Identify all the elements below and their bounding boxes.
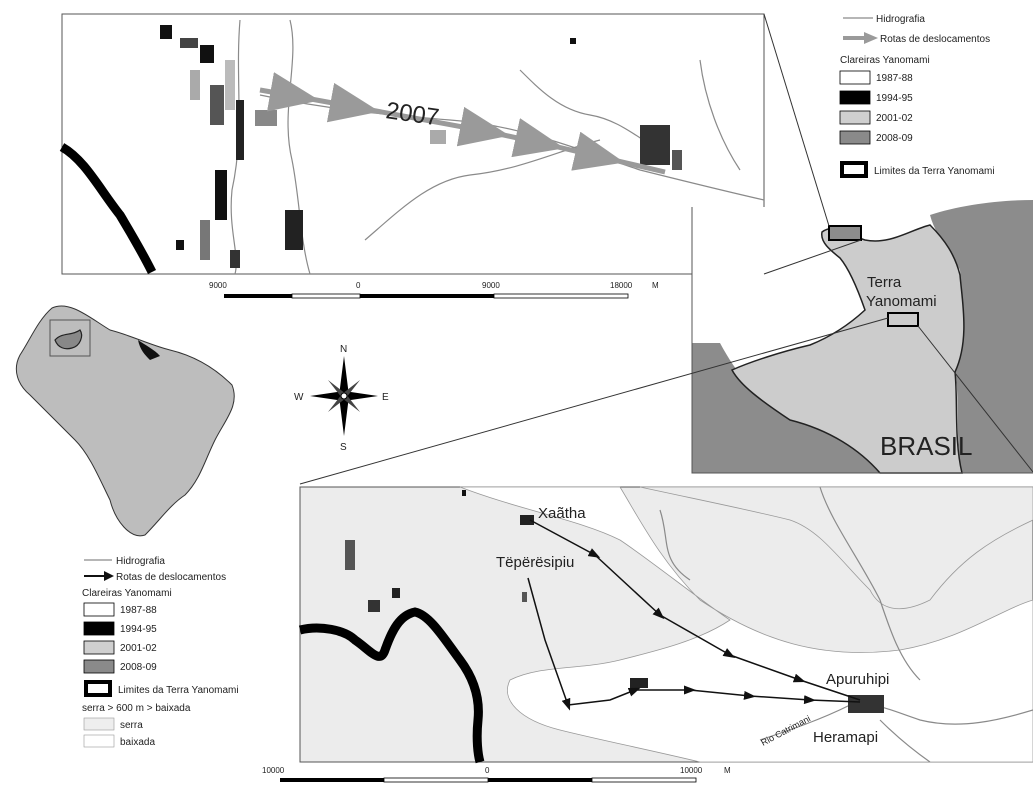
- legend-top-period-2: 1994-95: [876, 93, 913, 104]
- territory-boundary-top: [59, 143, 157, 275]
- legend-bottom-period-2: 1994-95: [120, 624, 157, 635]
- overview-country-label: BRASIL: [880, 431, 973, 461]
- locator-box: [49, 319, 91, 357]
- territory-boundary-bottom: [298, 607, 485, 764]
- scale-tick-top-2: 0: [356, 281, 361, 290]
- legend-top-period-1: 1987-88: [876, 73, 913, 84]
- scale-tick-top-3: 9000: [482, 281, 500, 290]
- place-apuruhipi: Apuruhipi: [826, 671, 889, 688]
- overview-inset-box-bottom: [887, 312, 919, 327]
- legend-top-hidrografia: Hidrografia: [876, 14, 925, 25]
- legend-bottom-baixada: baixada: [120, 737, 155, 748]
- legend-bottom-rotas: Rotas de deslocamentos: [116, 572, 226, 583]
- legend-bottom-period-3: 2001-02: [120, 643, 157, 654]
- legend-top-period-4: 2008-09: [876, 133, 913, 144]
- legend-bottom-limites: Limites da Terra Yanomami: [118, 685, 239, 696]
- scale-tick-bottom-3: 10000: [680, 766, 703, 775]
- scale-unit-bottom: M: [724, 766, 731, 775]
- baixada-region: [459, 486, 1033, 763]
- compass-n: N: [340, 344, 347, 355]
- brazil-locator: [15, 305, 235, 537]
- legend-bottom-serra-swatch: [83, 717, 115, 731]
- legend-top-swatch-4: [839, 130, 871, 145]
- legend-bottom-swatch-4: [83, 659, 115, 674]
- legend-bottom-hidrografia: Hidrografia: [116, 556, 165, 567]
- place-heramapi: Heramapi: [813, 729, 878, 746]
- legend-bottom-period-1: 1987-88: [120, 605, 157, 616]
- connector-lines: [299, 13, 1033, 485]
- legend-top: Hidrografia Rotas de deslocamentos Clare…: [839, 14, 995, 178]
- place-xaatha: Xaãtha: [538, 505, 586, 522]
- rivers-bottom: [659, 486, 1033, 763]
- legend-top-limites-swatch: [840, 161, 868, 178]
- legend-bottom: Hidrografia Rotas de deslocamentos Clare…: [82, 556, 239, 748]
- legend-bottom-swatch-3: [83, 640, 115, 655]
- place-teperesipiu: Tëpërësipiu: [496, 554, 574, 571]
- compass-s: S: [340, 442, 347, 453]
- route-2007: [259, 72, 666, 175]
- legend-top-rotas: Rotas de deslocamentos: [880, 34, 990, 45]
- legend-top-limites: Limites da Terra Yanomami: [874, 166, 995, 177]
- scale-tick-bottom-1: 10000: [262, 766, 285, 775]
- legend-top-swatch-2: [839, 90, 871, 105]
- legend-bottom-clareiras: Clareiras Yanomami: [82, 588, 172, 599]
- overview-terra-line2: Yanomami: [866, 293, 937, 310]
- legend-bottom-swatch-1: [83, 602, 115, 617]
- legend-bottom-serra: serra: [120, 720, 143, 731]
- overview-outside-east: [930, 200, 1033, 473]
- legend-top-period-3: 2001-02: [876, 113, 913, 124]
- overview-inset-box-top: [828, 225, 862, 241]
- scale-tick-top-1: 9000: [209, 281, 227, 290]
- compass-rose-icon: N S E W: [294, 344, 389, 453]
- overview-map: Terra Yanomami BRASIL: [691, 200, 1033, 474]
- clearings-top: [160, 25, 682, 268]
- bottom-detail-panel: Xaãtha Tëpërësipiu Apuruhipi Heramapi Ri…: [298, 486, 1033, 764]
- legend-top-swatch-1: [839, 70, 871, 85]
- legend-bottom-swatch-2: [83, 621, 115, 636]
- compass-w: W: [294, 392, 304, 403]
- legend-bottom-relief: serra > 600 m > baixada: [82, 703, 191, 714]
- scale-bar-top: 9000 0 9000 18000 M: [209, 281, 659, 299]
- legend-bottom-limites-swatch: [84, 680, 112, 697]
- legend-top-clareiras: Clareiras Yanomami: [840, 55, 930, 66]
- overview-terra-yanomami: [730, 224, 965, 474]
- compass-e: E: [382, 392, 389, 403]
- overview-terra-line1: Terra: [867, 274, 902, 291]
- brazil-shape: [15, 305, 235, 537]
- legend-bottom-period-4: 2008-09: [120, 662, 157, 673]
- legend-top-swatch-3: [839, 110, 871, 125]
- scale-bar-bottom: 10000 0 10000 M: [262, 766, 731, 783]
- legend-bottom-baixada-swatch: [83, 734, 115, 748]
- top-detail-panel: 2007: [59, 13, 765, 275]
- scale-tick-bottom-2: 0: [485, 766, 490, 775]
- scale-unit-top: M: [652, 281, 659, 290]
- routes-bottom: [527, 519, 861, 711]
- scale-tick-top-4: 18000: [610, 281, 633, 290]
